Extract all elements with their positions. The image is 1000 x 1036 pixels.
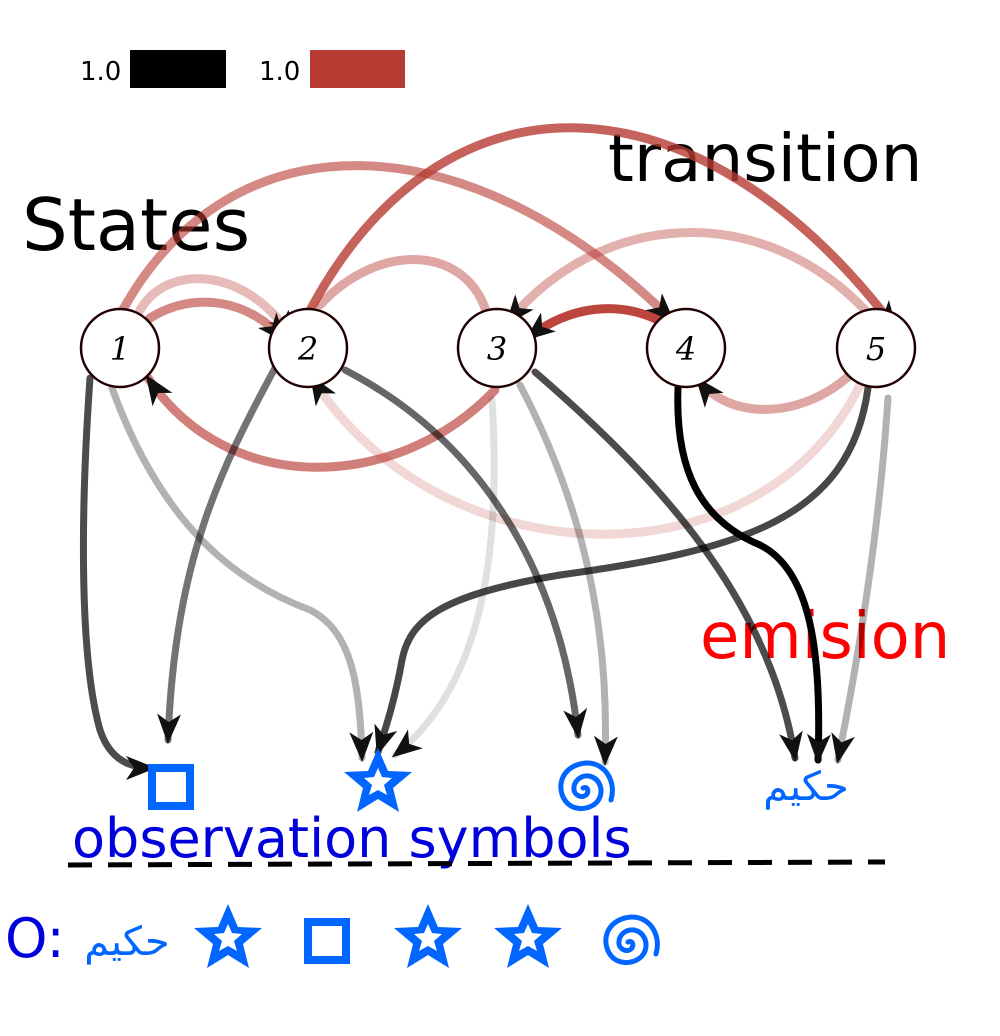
square-icon[interactable] [152,768,190,806]
transition-1-2 [145,297,289,345]
state-nodes: 1 2 3 4 5 [79,307,917,389]
transition-2-5 [300,123,900,333]
legend: 1.0 1.0 [80,50,405,88]
state-3-label: 3 [487,330,507,368]
sequence-prefix: O: [5,907,65,970]
transition-5-4 [693,370,855,414]
star-icon[interactable] [344,748,412,812]
legend-emission-value: 1.0 [80,57,121,87]
sequence-item-spiral-icon [606,917,657,962]
legend-emission-swatch [130,50,226,88]
state-5[interactable]: 5 [835,307,917,389]
emission-1-square [79,374,156,780]
emission-4-arabic [674,384,831,764]
state-1-label: 1 [110,330,130,368]
state-1[interactable]: 1 [79,307,161,389]
sequence-item-star-icon [494,904,562,968]
state-4[interactable]: 4 [645,307,727,389]
transition-2-3-arc [315,255,493,323]
sequence-item-square-icon [308,922,346,960]
transition-4-3 [523,304,667,343]
legend-transition-swatch [310,50,405,88]
state-2-label: 2 [297,330,318,368]
emission-edges [79,364,892,780]
transition-5-2 [307,373,865,539]
transition-label: transition [608,120,922,197]
transition-1-4 [115,161,677,325]
sequence-item-star-icon [394,904,462,968]
sequence-item-arabic-word: حكيم [84,919,170,965]
arabic-word-symbol[interactable]: حكيم [763,764,849,810]
state-2[interactable]: 2 [267,307,349,389]
separator-dashed-line [67,859,886,868]
emision-label: emision [700,600,950,674]
spiral-icon[interactable] [561,763,612,808]
emission-1-star [108,384,374,762]
observation-sequence: O: حكيم [5,904,657,970]
transition-5-3 [503,228,870,327]
emission-3-star [391,396,498,759]
emission-5-arabic [831,394,892,764]
sequence-item-star-icon [194,904,262,968]
states-label: States [22,183,250,267]
emission-2-square [157,364,279,744]
observation-symbols-label: observation symbols [72,807,632,870]
emission-5-star [374,384,872,756]
emission-2-spiral [341,366,588,739]
state-4-label: 4 [675,330,696,368]
legend-transition-value: 1.0 [259,57,300,87]
observation-symbols: حكيم [152,748,849,812]
state-3[interactable]: 3 [456,307,538,389]
transition-arcs [115,123,900,539]
transition-3-1 [143,373,500,472]
emission-3-spiral [516,381,618,766]
state-5-label: 5 [866,330,886,368]
